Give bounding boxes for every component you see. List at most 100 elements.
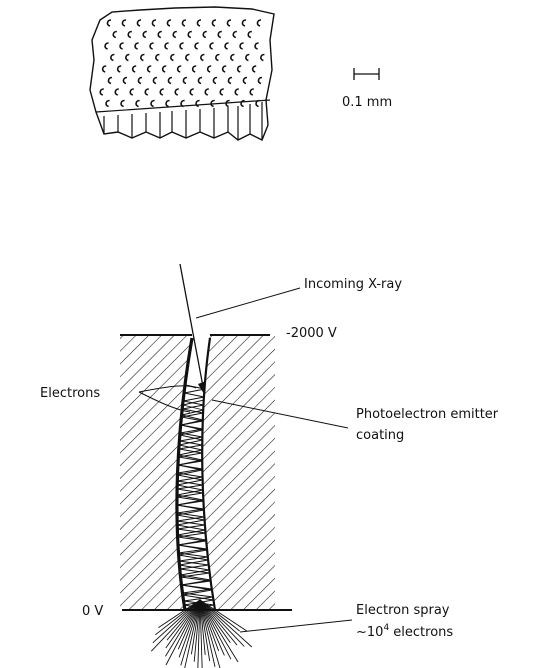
pore <box>201 55 205 61</box>
pore <box>212 20 216 26</box>
scale-bar <box>354 68 379 80</box>
pore <box>186 55 190 61</box>
pore <box>213 78 217 84</box>
pore <box>210 43 214 49</box>
pore <box>118 66 122 72</box>
pore <box>257 20 261 26</box>
pore <box>143 32 147 38</box>
pore <box>108 78 112 84</box>
pore <box>197 20 201 26</box>
pore <box>203 32 207 38</box>
pore <box>256 101 260 107</box>
pore <box>106 101 110 107</box>
pore <box>138 78 142 84</box>
pore <box>135 43 139 49</box>
pore <box>182 20 186 26</box>
pore <box>243 78 247 84</box>
pore <box>253 66 257 72</box>
pore <box>258 78 262 84</box>
electrons-label: Electrons <box>40 386 100 401</box>
spray-leader <box>240 620 352 632</box>
pore <box>238 66 242 72</box>
pore <box>123 78 127 84</box>
pore <box>156 55 160 61</box>
pore <box>105 43 109 49</box>
incoming-xray-leader <box>196 288 300 318</box>
pore <box>103 66 107 72</box>
pore <box>196 101 200 107</box>
pore <box>255 43 259 49</box>
pore <box>240 43 244 49</box>
pore <box>160 89 164 95</box>
pore <box>195 43 199 49</box>
pore <box>261 55 265 61</box>
pore <box>218 32 222 38</box>
pore <box>115 89 119 95</box>
pore <box>233 32 237 38</box>
pore <box>183 78 187 84</box>
pore <box>180 43 184 49</box>
microchannel-plate-sketch <box>90 7 274 140</box>
pore <box>121 101 125 107</box>
pore <box>228 78 232 84</box>
pore <box>100 89 104 95</box>
pore <box>193 66 197 72</box>
pore <box>227 20 231 26</box>
pore <box>216 55 220 61</box>
pore <box>178 66 182 72</box>
pore <box>152 20 156 26</box>
spray-label-line2: ~104 electrons <box>356 623 453 640</box>
pore <box>141 55 145 61</box>
pore <box>113 32 117 38</box>
pore <box>246 55 250 61</box>
pore <box>250 89 254 95</box>
pore <box>158 32 162 38</box>
spray-label-line1: Electron spray <box>356 603 450 618</box>
pore <box>150 43 154 49</box>
top-voltage-label: -2000 V <box>286 326 337 341</box>
pore <box>223 66 227 72</box>
pore <box>151 101 155 107</box>
incoming-xray-label: Incoming X-ray <box>304 277 402 292</box>
pore <box>220 89 224 95</box>
pore <box>136 101 140 107</box>
scale-bar-label: 0.1 mm <box>342 95 392 110</box>
emitter-label-line1: Photoelectron emitter <box>356 407 499 422</box>
pore <box>173 32 177 38</box>
pore <box>166 101 170 107</box>
pore <box>126 55 130 61</box>
spray-count-suffix: electrons <box>389 625 453 640</box>
pore <box>168 78 172 84</box>
pore <box>242 20 246 26</box>
pore <box>165 43 169 49</box>
pore <box>175 89 179 95</box>
emitter-label-line2: coating <box>356 428 404 443</box>
pore <box>163 66 167 72</box>
pore <box>167 20 171 26</box>
pore <box>153 78 157 84</box>
pore <box>205 89 209 95</box>
pore <box>148 66 152 72</box>
pore <box>128 32 132 38</box>
pore <box>198 78 202 84</box>
pore <box>145 89 149 95</box>
pore <box>122 20 126 26</box>
pore <box>248 32 252 38</box>
pore <box>137 20 141 26</box>
spray-count-prefix: ~10 <box>356 625 383 640</box>
pore <box>231 55 235 61</box>
pore <box>208 66 212 72</box>
pore <box>130 89 134 95</box>
pore <box>235 89 239 95</box>
pore <box>190 89 194 95</box>
pore <box>171 55 175 61</box>
pore <box>111 55 115 61</box>
pore <box>188 32 192 38</box>
pore <box>225 43 229 49</box>
pore <box>107 20 111 26</box>
pore <box>133 66 137 72</box>
pore <box>120 43 124 49</box>
pore-pattern <box>100 20 264 107</box>
